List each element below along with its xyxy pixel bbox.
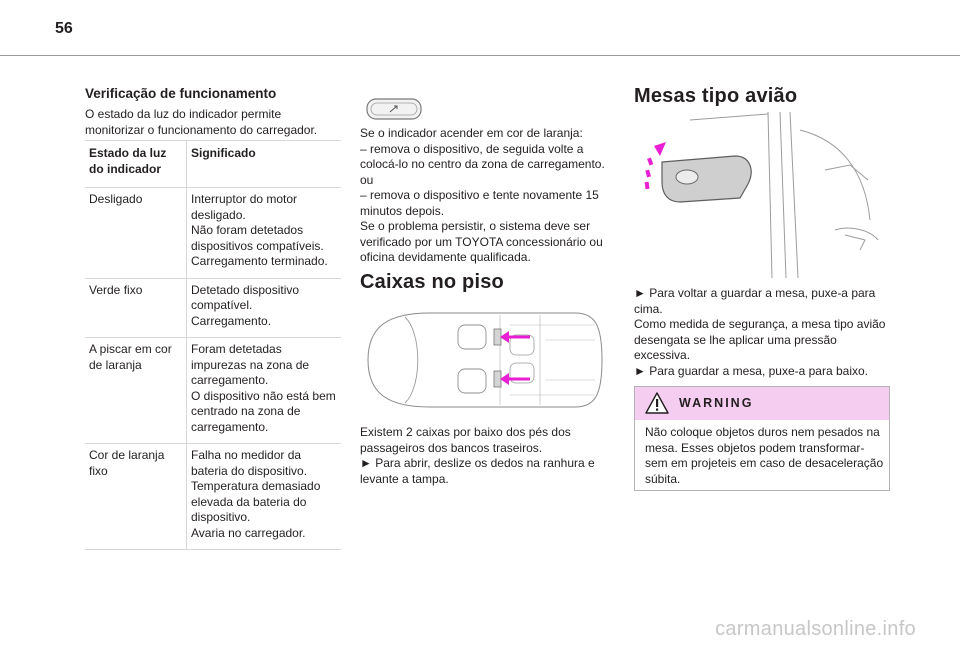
meaning-line: Temperatura demasiado elevada da bateria… bbox=[191, 479, 321, 524]
warning-header: WARNING bbox=[635, 387, 889, 420]
meaning-line: Carregamento terminado. bbox=[191, 254, 328, 268]
meaning-line: O dispositivo não está bem centrado na z… bbox=[191, 388, 336, 434]
meaning-line: Falha no medidor da bateria do dispositi… bbox=[191, 448, 308, 478]
instruction-line: ou bbox=[360, 172, 374, 187]
table-row: Desligado Interruptor do motor desligado… bbox=[85, 187, 341, 279]
instruction-line: – remova o dispositivo, de seguida volte… bbox=[360, 141, 605, 172]
table-cell-meaning: Foram detetadas impurezas na zona de car… bbox=[186, 337, 341, 444]
table-cell-state: Desligado bbox=[85, 187, 187, 279]
meaning-line: Foram detetadas impurezas na zona de car… bbox=[191, 342, 310, 387]
tables-line: ► Para guardar a mesa, puxe-a para baixo… bbox=[634, 363, 869, 378]
indicator-status-table: Estado da luz do indicador Significado D… bbox=[85, 140, 341, 550]
warning-title: WARNING bbox=[679, 396, 754, 410]
floor-boxes-illustration bbox=[367, 312, 603, 408]
table-cell-state: A piscar em cor de laranja bbox=[85, 337, 187, 444]
page-number: 56 bbox=[55, 20, 73, 37]
instruction-line: Se o problema persistir, o sistema deve … bbox=[360, 219, 603, 264]
section-heading-floor-boxes: Caixas no piso bbox=[360, 271, 504, 293]
tables-line: Como medida de segurança, a mesa tipo av… bbox=[634, 317, 886, 362]
instruction-line: Se o indicador acender em cor de laranja… bbox=[360, 126, 583, 140]
instruction-line: – remova o dispositivo e tente novamente… bbox=[360, 188, 599, 218]
charger-indicator-icon bbox=[366, 98, 422, 120]
tables-line: ► Para voltar a guardar a mesa, puxe-a p… bbox=[634, 286, 876, 316]
watermark: carmanualsonline.info bbox=[715, 618, 916, 640]
top-divider bbox=[0, 55, 960, 56]
floor-line: Existem 2 caixas por baixo dos pés dos p… bbox=[360, 425, 571, 455]
table-row: A piscar em cor de laranja Foram detetad… bbox=[85, 337, 341, 444]
tables-text: ► Para voltar a guardar a mesa, puxe-a p… bbox=[634, 286, 890, 379]
meaning-line: Não foram detetados dispositivos compatí… bbox=[191, 223, 324, 253]
table-cell-meaning: Detetado dispositivo compatível. Carrega… bbox=[186, 277, 341, 338]
table-header-meaning: Significado bbox=[186, 140, 341, 188]
warning-text: Não coloque objetos duros nem pesados na… bbox=[645, 425, 884, 486]
table-row: Verde fixo Detetado dispositivo compatív… bbox=[85, 277, 341, 338]
table-cell-meaning: Interruptor do motor desligado. Não fora… bbox=[186, 187, 341, 279]
floor-boxes-text: Existem 2 caixas por baixo dos pés dos p… bbox=[360, 425, 605, 487]
table-header-state: Estado da luz do indicador bbox=[85, 140, 187, 188]
airplane-table-illustration bbox=[644, 111, 879, 279]
section-heading-verification: Verificação de funcionamento bbox=[85, 86, 277, 101]
verification-intro: O estado da luz do indicador permite mon… bbox=[85, 107, 318, 137]
table-row: Cor de laranja fixo Falha no medidor da … bbox=[85, 443, 341, 550]
meaning-line: Carregamento. bbox=[191, 313, 272, 328]
section-heading-tables: Mesas tipo avião bbox=[634, 85, 798, 107]
meaning-line: Avaria no carregador. bbox=[191, 525, 306, 540]
meaning-line: Interruptor do motor desligado. bbox=[191, 192, 298, 222]
floor-line: ► Para abrir, deslize os dedos na ranhur… bbox=[360, 456, 595, 486]
table-header-row: Estado da luz do indicador Significado bbox=[85, 140, 341, 188]
table-cell-state: Cor de laranja fixo bbox=[85, 443, 187, 550]
warning-box: WARNING Não coloque objetos duros nem pe… bbox=[634, 386, 890, 491]
warning-triangle-icon bbox=[645, 392, 669, 414]
table-cell-state: Verde fixo bbox=[85, 277, 187, 338]
indicator-instructions: Se o indicador acender em cor de laranja… bbox=[360, 126, 608, 266]
meaning-line: Detetado dispositivo compatível. bbox=[191, 282, 300, 313]
table-cell-meaning: Falha no medidor da bateria do dispositi… bbox=[186, 443, 341, 550]
